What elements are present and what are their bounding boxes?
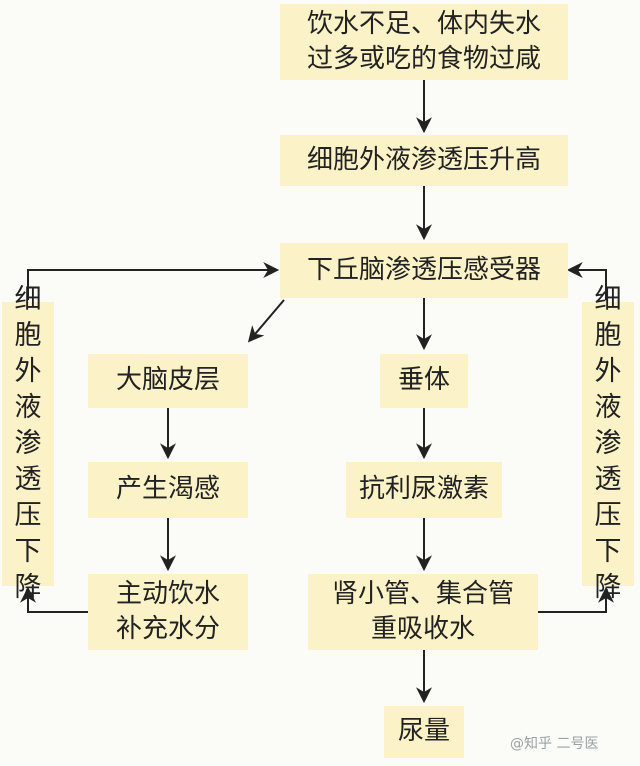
watermark: @知乎 二号医 xyxy=(510,736,599,752)
node-pituitary: 垂体 xyxy=(380,354,468,408)
side-label-right: 细胞外液渗透压下降 xyxy=(582,284,634,603)
node-urine: 尿量 xyxy=(384,706,464,758)
arrow-receptor-to-cortex xyxy=(247,299,285,343)
node-thirst: 产生渴感 xyxy=(88,462,248,518)
arrow-right-label-to-receptor xyxy=(566,262,607,300)
arrow-kidney-to-right-label xyxy=(538,586,614,613)
node-kidney: 肾小管、集合管重吸收水 xyxy=(308,574,538,650)
side-label-left: 细胞外液渗透压下降 xyxy=(2,284,54,603)
node-drink: 主动饮水补充水分 xyxy=(88,574,248,650)
node-osmo-up: 细胞外液渗透压升高 xyxy=(280,135,568,186)
node-receptor: 下丘脑渗透压感受器 xyxy=(280,243,568,298)
node-adh: 抗利尿激素 xyxy=(346,462,502,518)
arrow-drink-to-left-label xyxy=(20,586,88,613)
arrow-left-label-to-receptor xyxy=(27,262,280,300)
node-cause: 饮水不足、体内失水过多或吃的食物过咸 xyxy=(280,4,568,80)
node-cortex: 大脑皮层 xyxy=(88,354,248,408)
side-label-right-text: 细胞外液渗透压下降 xyxy=(594,284,622,603)
side-label-left-text: 细胞外液渗透压下降 xyxy=(14,284,42,603)
